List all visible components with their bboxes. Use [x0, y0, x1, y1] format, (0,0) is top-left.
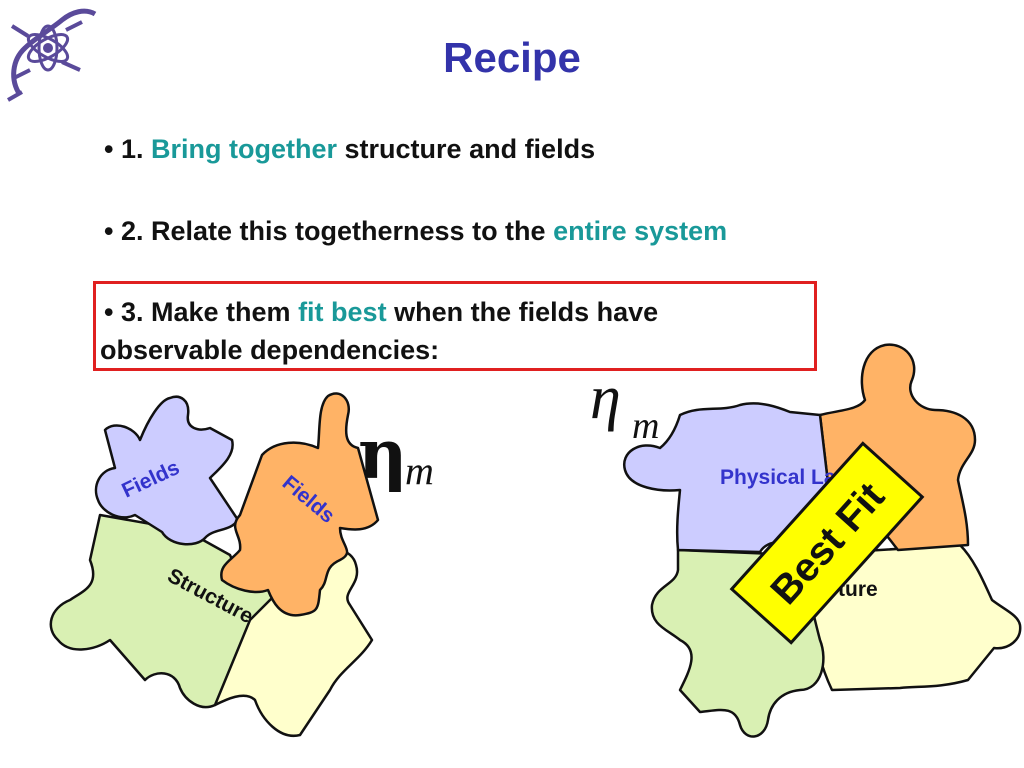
bullet-highlight: entire system — [553, 216, 728, 246]
bullet-1: • 1. Bring together structure and fields — [104, 130, 595, 168]
bullet-highlight: fit best — [298, 297, 387, 327]
bullet-number: 1. — [120, 134, 144, 164]
right-structure-label: ture — [838, 578, 878, 601]
bullet-marker: • — [104, 134, 114, 164]
bullet-highlight: Bring together — [151, 134, 338, 164]
left-eta-subscript: m — [405, 448, 434, 493]
bullet-text: 2. Relate this togetherness to the — [120, 216, 546, 246]
bullet-text-line2: observable dependencies: — [100, 335, 440, 365]
right-eta-subscript: m — [632, 405, 659, 447]
highlight-box — [93, 281, 817, 371]
bullet-text-post: when the fields have — [394, 297, 659, 327]
right-eta-symbol: η — [590, 364, 621, 432]
bullet-text: 3. Make them — [120, 297, 291, 327]
bullet-marker: • — [104, 216, 114, 246]
bullet-marker: • — [104, 297, 114, 327]
left-fields-blue-piece — [94, 395, 240, 546]
horned-lizard-atom-logo-icon — [7, 8, 97, 102]
bullet-2: • 2. Relate this togetherness to the ent… — [104, 212, 727, 250]
slide-title: Recipe — [443, 34, 581, 81]
bullet-text: structure and fields — [344, 134, 596, 164]
right-structure-cream-piece — [798, 543, 1022, 692]
left-fields-orange-piece — [220, 392, 380, 617]
left-eta-symbol: η — [358, 415, 407, 495]
bullet-3: • 3. Make them fit best when the fields … — [100, 293, 659, 369]
